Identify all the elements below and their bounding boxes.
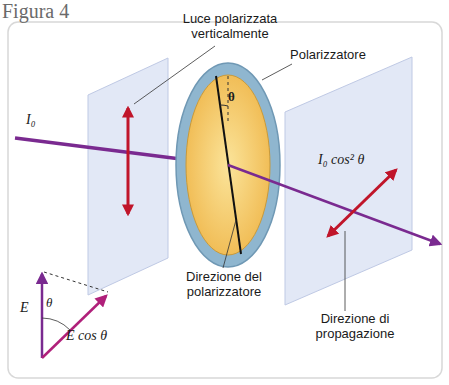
- leader-line: [345, 231, 346, 311]
- angle-arc: [42, 318, 70, 330]
- intensity-label: I₀ cos² θ: [318, 152, 364, 168]
- vector-symbol: E⃗: [20, 300, 39, 316]
- outgoing-beam: [228, 165, 440, 244]
- vertical-polarization-arrow: [127, 108, 130, 214]
- angle-symbol: θ: [228, 90, 235, 105]
- leader-line: [262, 64, 292, 80]
- projection-dashed: [44, 272, 108, 292]
- left-plane: [88, 58, 168, 295]
- e-vector: [41, 274, 44, 358]
- picture-frame: [8, 22, 442, 378]
- intensity-label: I₀: [26, 112, 36, 128]
- leader-line: [223, 220, 236, 268]
- projection-vector: [42, 296, 106, 358]
- polarizer-label: Polarizzatore: [290, 48, 366, 63]
- leader-line: [134, 46, 215, 104]
- propagation-label: Direzione di propagazione: [300, 312, 410, 342]
- axis-label: Direzione del polarizzatore: [160, 270, 288, 300]
- component-label: E cos θ: [66, 328, 107, 344]
- angle-arc: [220, 105, 228, 106]
- output-polarization-arrow: [328, 170, 396, 236]
- right-plane: [285, 57, 412, 305]
- angle-symbol: θ: [46, 296, 52, 311]
- figure-title: Figura 4: [2, 0, 69, 23]
- light-label: Luce polarizzata verticalmente: [170, 12, 290, 42]
